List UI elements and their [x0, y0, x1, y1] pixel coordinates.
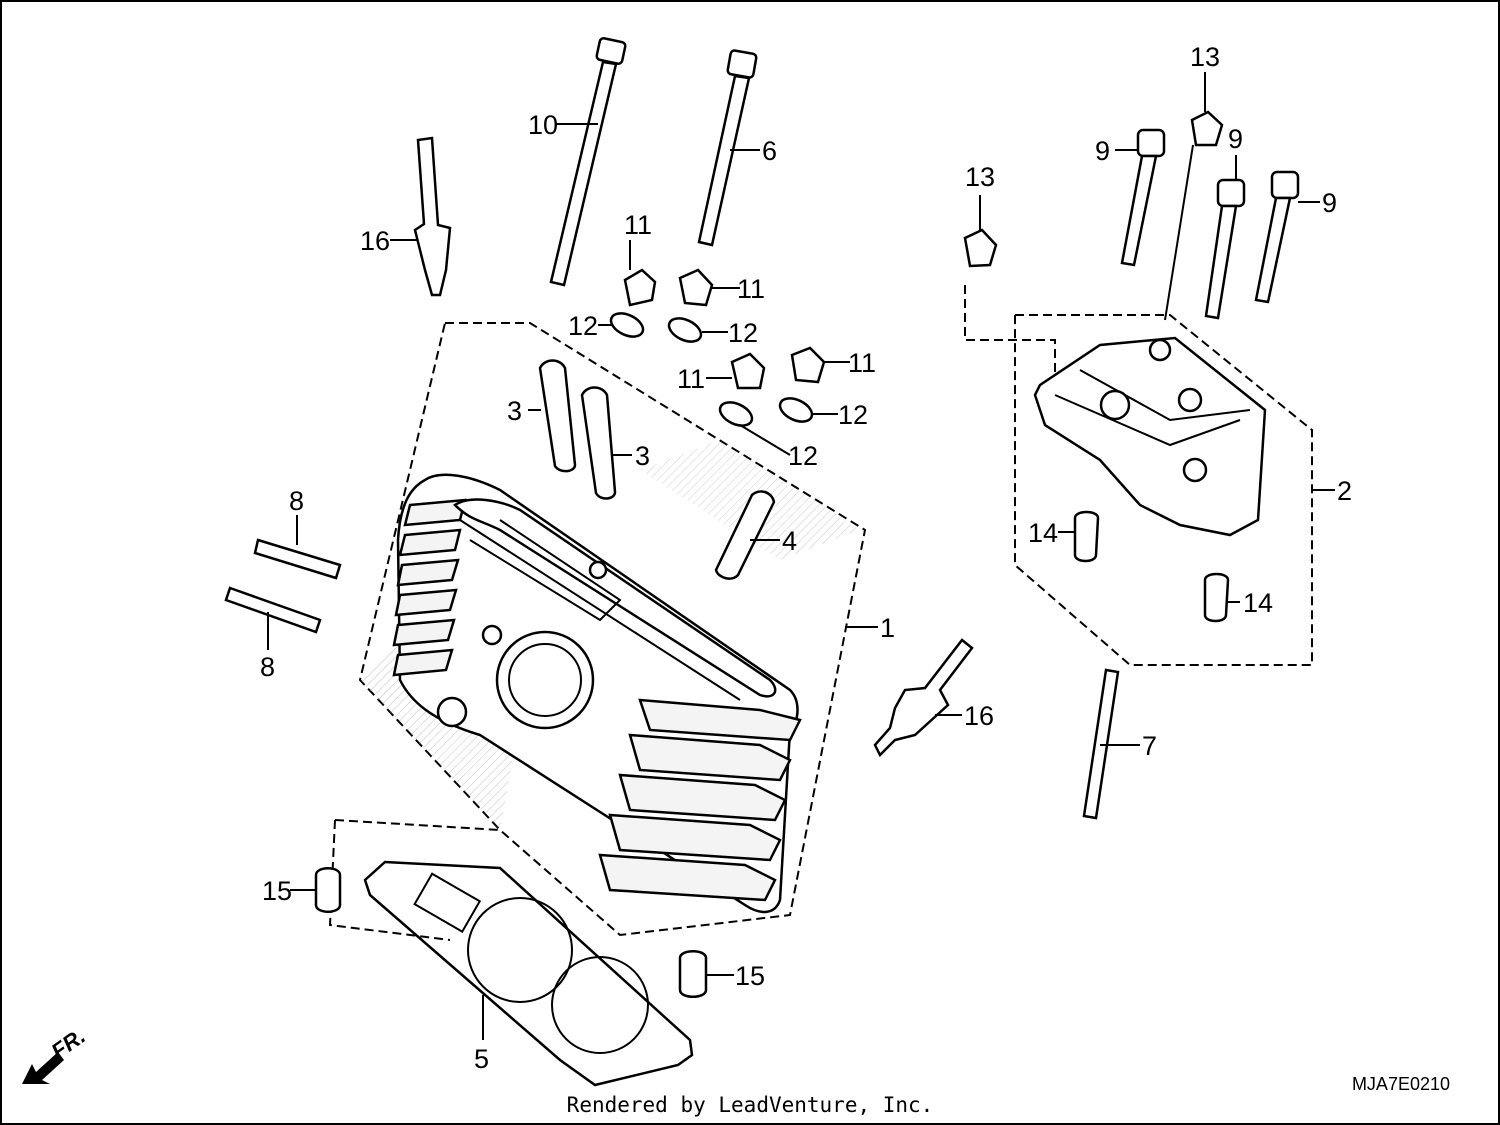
callout-9b: 9	[1228, 124, 1243, 154]
leader-lines	[267, 72, 1335, 1040]
holder-group-outline	[1014, 314, 1313, 666]
washer-12-b[interactable]	[665, 314, 704, 346]
bolt-9-b[interactable]	[1204, 178, 1246, 320]
callout-16a: 16	[360, 226, 390, 256]
nut-11-b[interactable]	[678, 268, 714, 307]
callout-2: 2	[1337, 476, 1352, 506]
gasket-group-outline	[334, 819, 501, 831]
front-arrow-icon: FR.	[22, 1023, 90, 1084]
callout-12c: 12	[838, 400, 868, 430]
callout-13b: 13	[965, 162, 995, 192]
callout-14a: 14	[1028, 518, 1058, 548]
callout-12a: 12	[568, 311, 598, 341]
callout-6: 6	[762, 136, 777, 166]
bolt-9-a[interactable]	[1120, 128, 1166, 267]
washer-12-d[interactable]	[776, 394, 815, 426]
nut-13-upper[interactable]	[1190, 110, 1224, 147]
bolt-10[interactable]	[549, 37, 627, 287]
valve-guide-right[interactable]	[580, 386, 617, 500]
head-gasket[interactable]	[363, 860, 694, 1087]
nut-11-d[interactable]	[790, 346, 826, 384]
callout-9a: 9	[1095, 136, 1110, 166]
front-direction-indicator: FR.	[18, 1012, 118, 1092]
collar-14-a[interactable]	[1073, 510, 1100, 563]
callout-11d: 11	[848, 348, 876, 378]
callout-3a: 3	[507, 396, 522, 426]
stud-bolt-upper[interactable]	[253, 538, 342, 580]
spark-plug-right[interactable]	[873, 638, 974, 758]
callout-15b: 15	[735, 961, 765, 991]
callout-13a: 13	[1190, 42, 1220, 72]
callout-4: 4	[782, 526, 797, 556]
callout-12b: 12	[728, 318, 758, 348]
nut-13-lower[interactable]	[963, 228, 998, 268]
spark-plug-upper[interactable]	[413, 136, 452, 297]
bolt-6[interactable]	[697, 49, 758, 247]
callout-8b: 8	[260, 652, 275, 682]
nut-11-a[interactable]	[623, 268, 657, 307]
dowel-pin-15-left[interactable]	[314, 867, 342, 913]
render-credit: Rendered by LeadVenture, Inc.	[566, 1093, 934, 1117]
dowel-sleeve-4[interactable]	[714, 490, 776, 580]
callout-16b: 16	[964, 701, 994, 731]
valve-guide-left[interactable]	[538, 359, 577, 473]
callout-15a: 15	[262, 876, 292, 906]
rocker-arm-holder[interactable]	[1033, 336, 1267, 537]
callout-3b: 3	[635, 441, 650, 471]
washer-12-c[interactable]	[716, 398, 755, 430]
nut-11-c[interactable]	[730, 352, 766, 390]
stud-bolt-lower[interactable]	[224, 586, 322, 634]
collar-14-b[interactable]	[1203, 572, 1230, 623]
callout-labels: 1 2 3 3 4 5 6 7 8 8 9 9 9 10 11 11 11 11…	[260, 42, 1352, 1074]
callout-9c: 9	[1322, 188, 1337, 218]
cylinder-head[interactable]	[392, 473, 802, 914]
callout-11b: 11	[737, 274, 765, 304]
washer-12-a[interactable]	[607, 309, 646, 341]
callout-11c: 11	[677, 364, 705, 394]
callout-5: 5	[474, 1044, 489, 1074]
bolt-9-c[interactable]	[1254, 170, 1300, 304]
callout-7: 7	[1142, 731, 1157, 761]
dowel-pin-15-right[interactable]	[678, 950, 708, 998]
callout-11a: 11	[624, 210, 652, 240]
callout-14b: 14	[1243, 588, 1273, 618]
callout-1: 1	[880, 613, 895, 643]
drawing-code: MJA7E0210	[1351, 1074, 1450, 1094]
callout-12d: 12	[788, 441, 818, 471]
callout-10: 10	[528, 110, 558, 140]
callout-8a: 8	[289, 486, 304, 516]
